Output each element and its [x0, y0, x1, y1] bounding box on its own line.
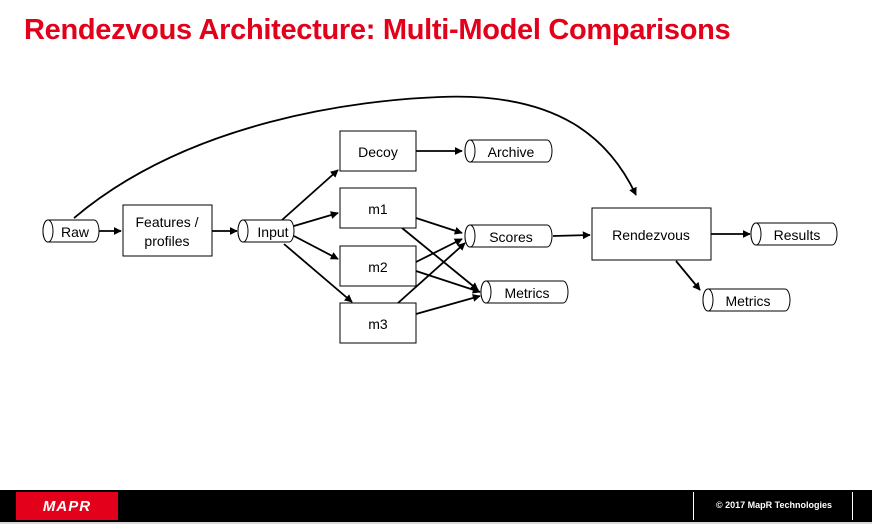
- edge-m3-scores: [397, 242, 466, 304]
- label-m1: m1: [368, 201, 388, 217]
- edge-rendezvous-metrics: [675, 260, 701, 291]
- label-m3: m3: [368, 316, 388, 332]
- box-features: [122, 204, 213, 257]
- edge-m2-metrics: [415, 270, 481, 294]
- label-m2: m2: [368, 259, 388, 275]
- edge-m1-scores: [415, 217, 463, 235]
- mapr-logo: MAPR: [16, 492, 118, 520]
- label-raw: Raw: [61, 224, 90, 240]
- label-features-line1: Features /: [135, 214, 198, 230]
- label-results: Results: [774, 227, 821, 243]
- label-decoy: Decoy: [358, 144, 398, 160]
- edge-input-m1: [293, 211, 339, 227]
- label-metrics-models: Metrics: [504, 285, 549, 301]
- stream-input: [237, 219, 295, 243]
- footer-bar: [0, 490, 872, 522]
- bottom-strip: [0, 522, 872, 524]
- label-archive: Archive: [488, 144, 535, 160]
- box-m3: [339, 302, 417, 344]
- label-input: Input: [257, 224, 288, 240]
- box-rendezvous: [591, 207, 712, 261]
- edge-scores-rendezvous: [552, 231, 591, 240]
- edges: [73, 95, 751, 315]
- edge-m1-metrics: [401, 227, 479, 291]
- edge-raw-rendezvous: [73, 95, 637, 219]
- label-features-line2: profiles: [144, 233, 189, 249]
- label-rendezvous: Rendezvous: [612, 227, 690, 243]
- stream-raw: [42, 219, 100, 243]
- slide-title: Rendezvous Architecture: Multi-Model Com…: [24, 14, 731, 46]
- label-scores: Scores: [489, 229, 533, 245]
- edge-input-m2: [293, 235, 339, 260]
- copyright-text: © 2017 MapR Technologies: [716, 500, 832, 510]
- edge-input-m3: [283, 243, 353, 303]
- architecture-diagram: Raw Features / profiles Input Decoy m1 m…: [42, 95, 838, 344]
- stream-scores: [464, 224, 553, 248]
- stream-metrics-rendezvous: [702, 288, 791, 312]
- stream-metrics-models: [480, 280, 569, 304]
- stream-results: [750, 222, 838, 246]
- label-metrics-rendezvous: Metrics: [725, 293, 770, 309]
- box-m1: [339, 187, 417, 229]
- edge-m2-scores: [415, 238, 463, 263]
- edge-m3-metrics: [415, 294, 481, 315]
- footer-right-panel: [693, 492, 853, 520]
- box-decoy: [339, 130, 417, 172]
- box-m2: [339, 245, 417, 287]
- stream-archive: [464, 139, 553, 163]
- edge-input-decoy: [281, 169, 339, 221]
